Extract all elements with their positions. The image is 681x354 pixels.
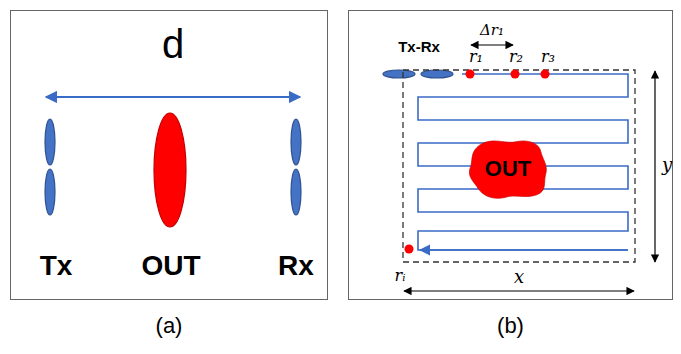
step-label: Δr₁ (480, 23, 504, 38)
point-label: r₂ (509, 49, 523, 65)
sample-point (405, 70, 550, 254)
distance-arrow (46, 96, 300, 98)
antenna-label: Tx (40, 252, 73, 280)
panel-caption: (a) (156, 313, 183, 339)
object-label: OUT (485, 156, 531, 182)
point-label: rᵢ (395, 268, 406, 284)
antenna-label: Tx-Rx (398, 39, 440, 54)
scan-area (403, 70, 635, 262)
distance-label: d (162, 24, 184, 64)
object-label: OUT (141, 252, 200, 280)
step-arrow (471, 44, 513, 45)
scan-path (418, 74, 628, 250)
object-blob: OUT (467, 138, 549, 200)
tx-rx-antenna (383, 70, 453, 78)
panel-caption: (b) (497, 313, 524, 339)
scan-end-arrow (420, 249, 628, 251)
rx-antenna (291, 119, 301, 215)
antenna-label: Rx (278, 252, 314, 280)
point-label: r₃ (541, 49, 555, 65)
dimension-label: x (514, 268, 524, 286)
point-label: r₁ (469, 49, 483, 65)
y-dimension (654, 71, 655, 262)
tx-antenna (45, 119, 55, 215)
object-under-test (154, 113, 186, 227)
x-dimension (404, 290, 634, 291)
dimension-label: y (662, 156, 672, 174)
